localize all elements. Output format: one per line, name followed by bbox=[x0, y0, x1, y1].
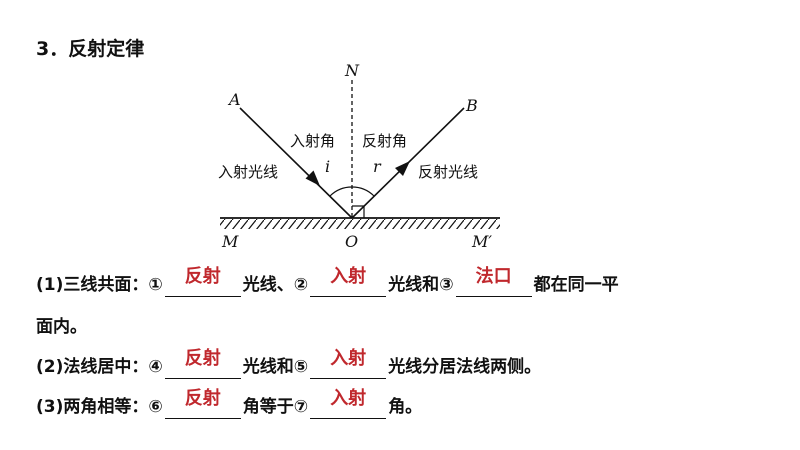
statement-3-text-2: 角。 bbox=[388, 397, 423, 417]
reflection-angle-arc bbox=[351, 186, 375, 197]
reflection-angle-label: 反射角 bbox=[362, 132, 407, 150]
statement-1-text-1: 光线、 bbox=[242, 275, 294, 295]
angle-i-label: i bbox=[325, 157, 330, 176]
statement-1-cont: 面内。 bbox=[36, 317, 87, 337]
incident-arrow bbox=[305, 170, 320, 186]
incident-angle-label: 入射角 bbox=[290, 132, 335, 150]
statement-3-text-1: 角等于 bbox=[242, 397, 294, 417]
statement-1: (1)三线共面：① 反射 光线、② 入射 光线和③ 法口 都在同一平 bbox=[36, 266, 619, 300]
blank-4: 反射 bbox=[164, 348, 241, 379]
incident-ray-label: 入射光线 bbox=[218, 163, 278, 181]
marker-1: ① bbox=[148, 275, 163, 295]
label-m: M bbox=[221, 232, 239, 251]
reflected-ray-label: 反射光线 bbox=[418, 163, 478, 181]
answer-5: 入射 bbox=[330, 348, 367, 369]
section-title: 3．反射定律 bbox=[36, 38, 145, 60]
reflected-arrow bbox=[395, 161, 410, 176]
incident-angle-arc bbox=[329, 186, 353, 197]
answer-3: 法口 bbox=[475, 266, 512, 287]
statement-1-prefix: (1)三线共面： bbox=[36, 275, 149, 295]
marker-5: ⑤ bbox=[293, 357, 309, 377]
answer-7: 入射 bbox=[330, 388, 367, 409]
blank-2: 入射 bbox=[310, 266, 387, 297]
statement-1-text-3: 都在同一平 bbox=[533, 275, 619, 295]
answer-1: 反射 bbox=[184, 266, 221, 287]
blank-3: 法口 bbox=[455, 266, 532, 297]
statement-2-text-1: 光线和 bbox=[242, 357, 294, 377]
blank-1: 反射 bbox=[164, 266, 241, 297]
mirror-hatching bbox=[220, 219, 500, 229]
statement-3-prefix: (3)两角相等： bbox=[36, 397, 149, 417]
incident-ray bbox=[239, 107, 353, 219]
marker-6: ⑥ bbox=[148, 397, 163, 417]
statement-2-prefix: (2)法线居中： bbox=[36, 357, 149, 377]
label-n: N bbox=[344, 61, 360, 80]
answer-2: 入射 bbox=[330, 266, 367, 287]
statement-3: (3)两角相等：⑥ 反射 角等于⑦ 入射 角。 bbox=[36, 388, 423, 422]
label-a: A bbox=[227, 90, 241, 109]
statement-1-text-2: 光线和 bbox=[388, 275, 440, 295]
marker-7: ⑦ bbox=[293, 397, 309, 417]
marker-4: ④ bbox=[148, 357, 163, 377]
blank-6: 反射 bbox=[164, 388, 241, 419]
answer-6: 反射 bbox=[184, 388, 221, 409]
statement-2: (2)法线居中：④ 反射 光线和⑤ 入射 光线分居法线两侧。 bbox=[36, 348, 542, 382]
marker-3: ③ bbox=[439, 275, 454, 295]
blank-5: 入射 bbox=[310, 348, 387, 379]
label-o: O bbox=[345, 232, 358, 251]
marker-2: ② bbox=[293, 275, 309, 295]
label-m-prime: M′ bbox=[471, 232, 492, 251]
answer-4: 反射 bbox=[184, 348, 221, 369]
blank-7: 入射 bbox=[310, 388, 387, 419]
statement-2-text-2: 光线分居法线两侧。 bbox=[388, 357, 542, 377]
label-b: B bbox=[465, 96, 478, 115]
angle-r-label: r bbox=[373, 157, 382, 176]
right-angle-mark bbox=[352, 205, 365, 218]
